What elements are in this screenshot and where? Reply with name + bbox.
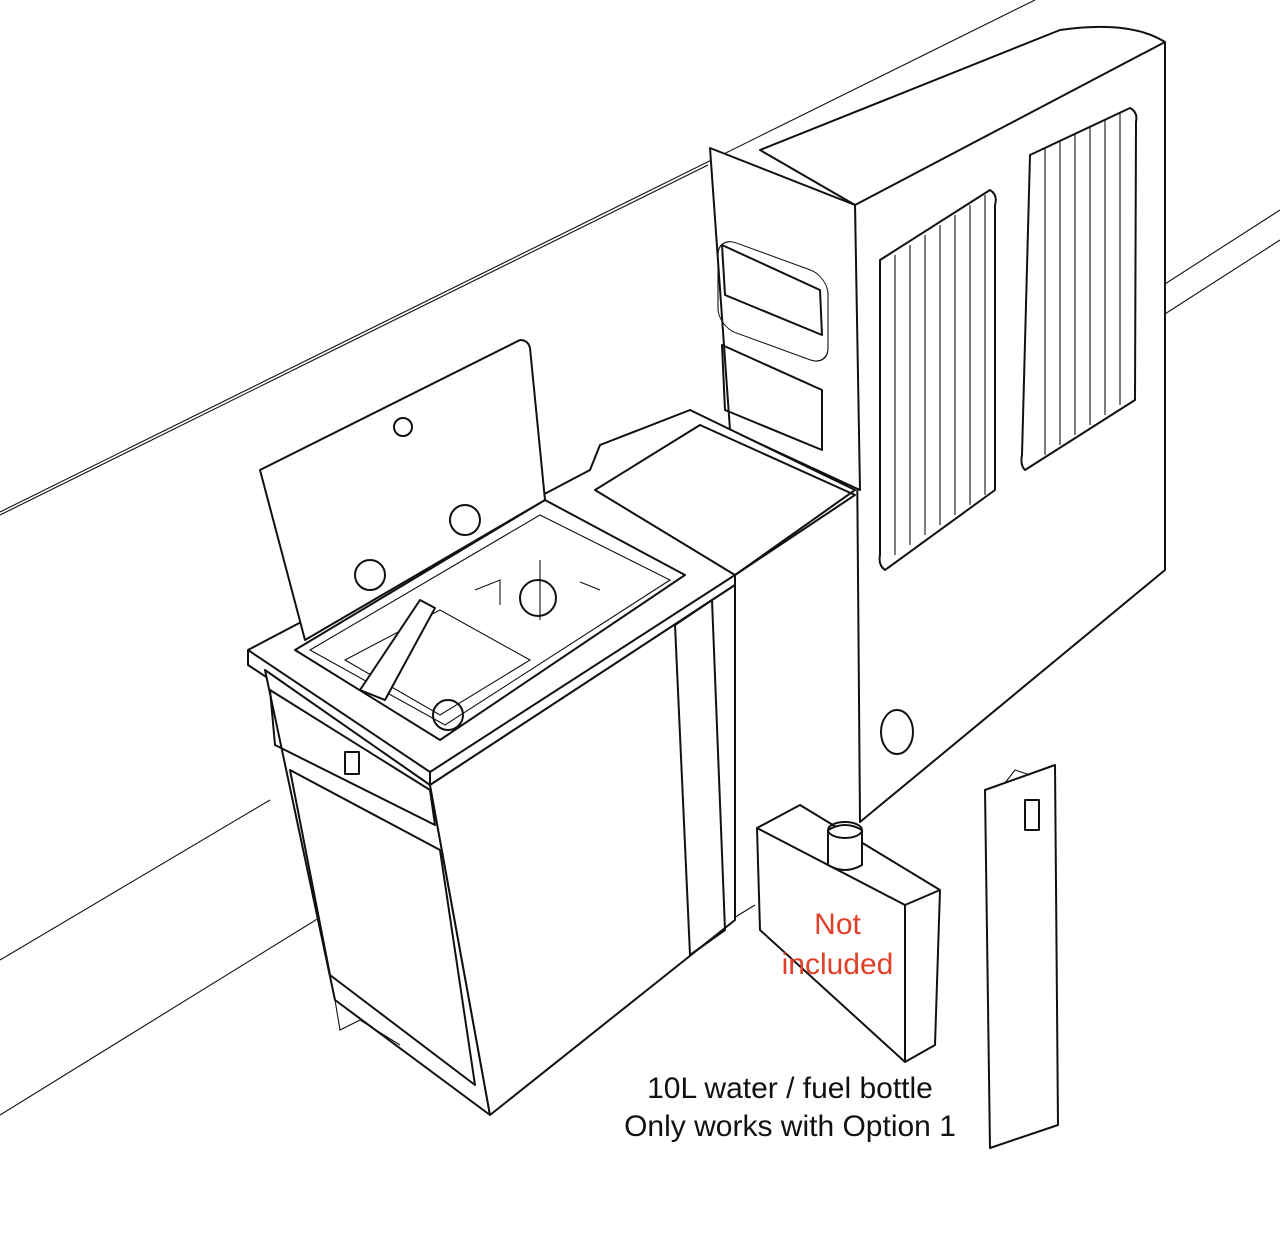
kitchen-counter (247, 409, 856, 786)
water-bottle (756, 804, 941, 1063)
caption-line2: Only works with Option 1 (624, 1110, 956, 1143)
not-included-line2: included (781, 948, 894, 981)
not-included-note: Not included (740, 905, 935, 985)
caption-line1: 10L water / fuel bottle (647, 1072, 933, 1105)
not-included-line1: Not (814, 908, 861, 941)
side-panel-strip (984, 764, 1059, 1149)
vent-slats (894, 112, 1121, 555)
bottle-caption: 10L water / fuel bottle Only works with … (560, 1070, 1020, 1146)
sink-glass-lid (259, 339, 546, 641)
tall-wardrobe-cabinet (709, 25, 1166, 823)
lower-cabinet (264, 584, 736, 1116)
